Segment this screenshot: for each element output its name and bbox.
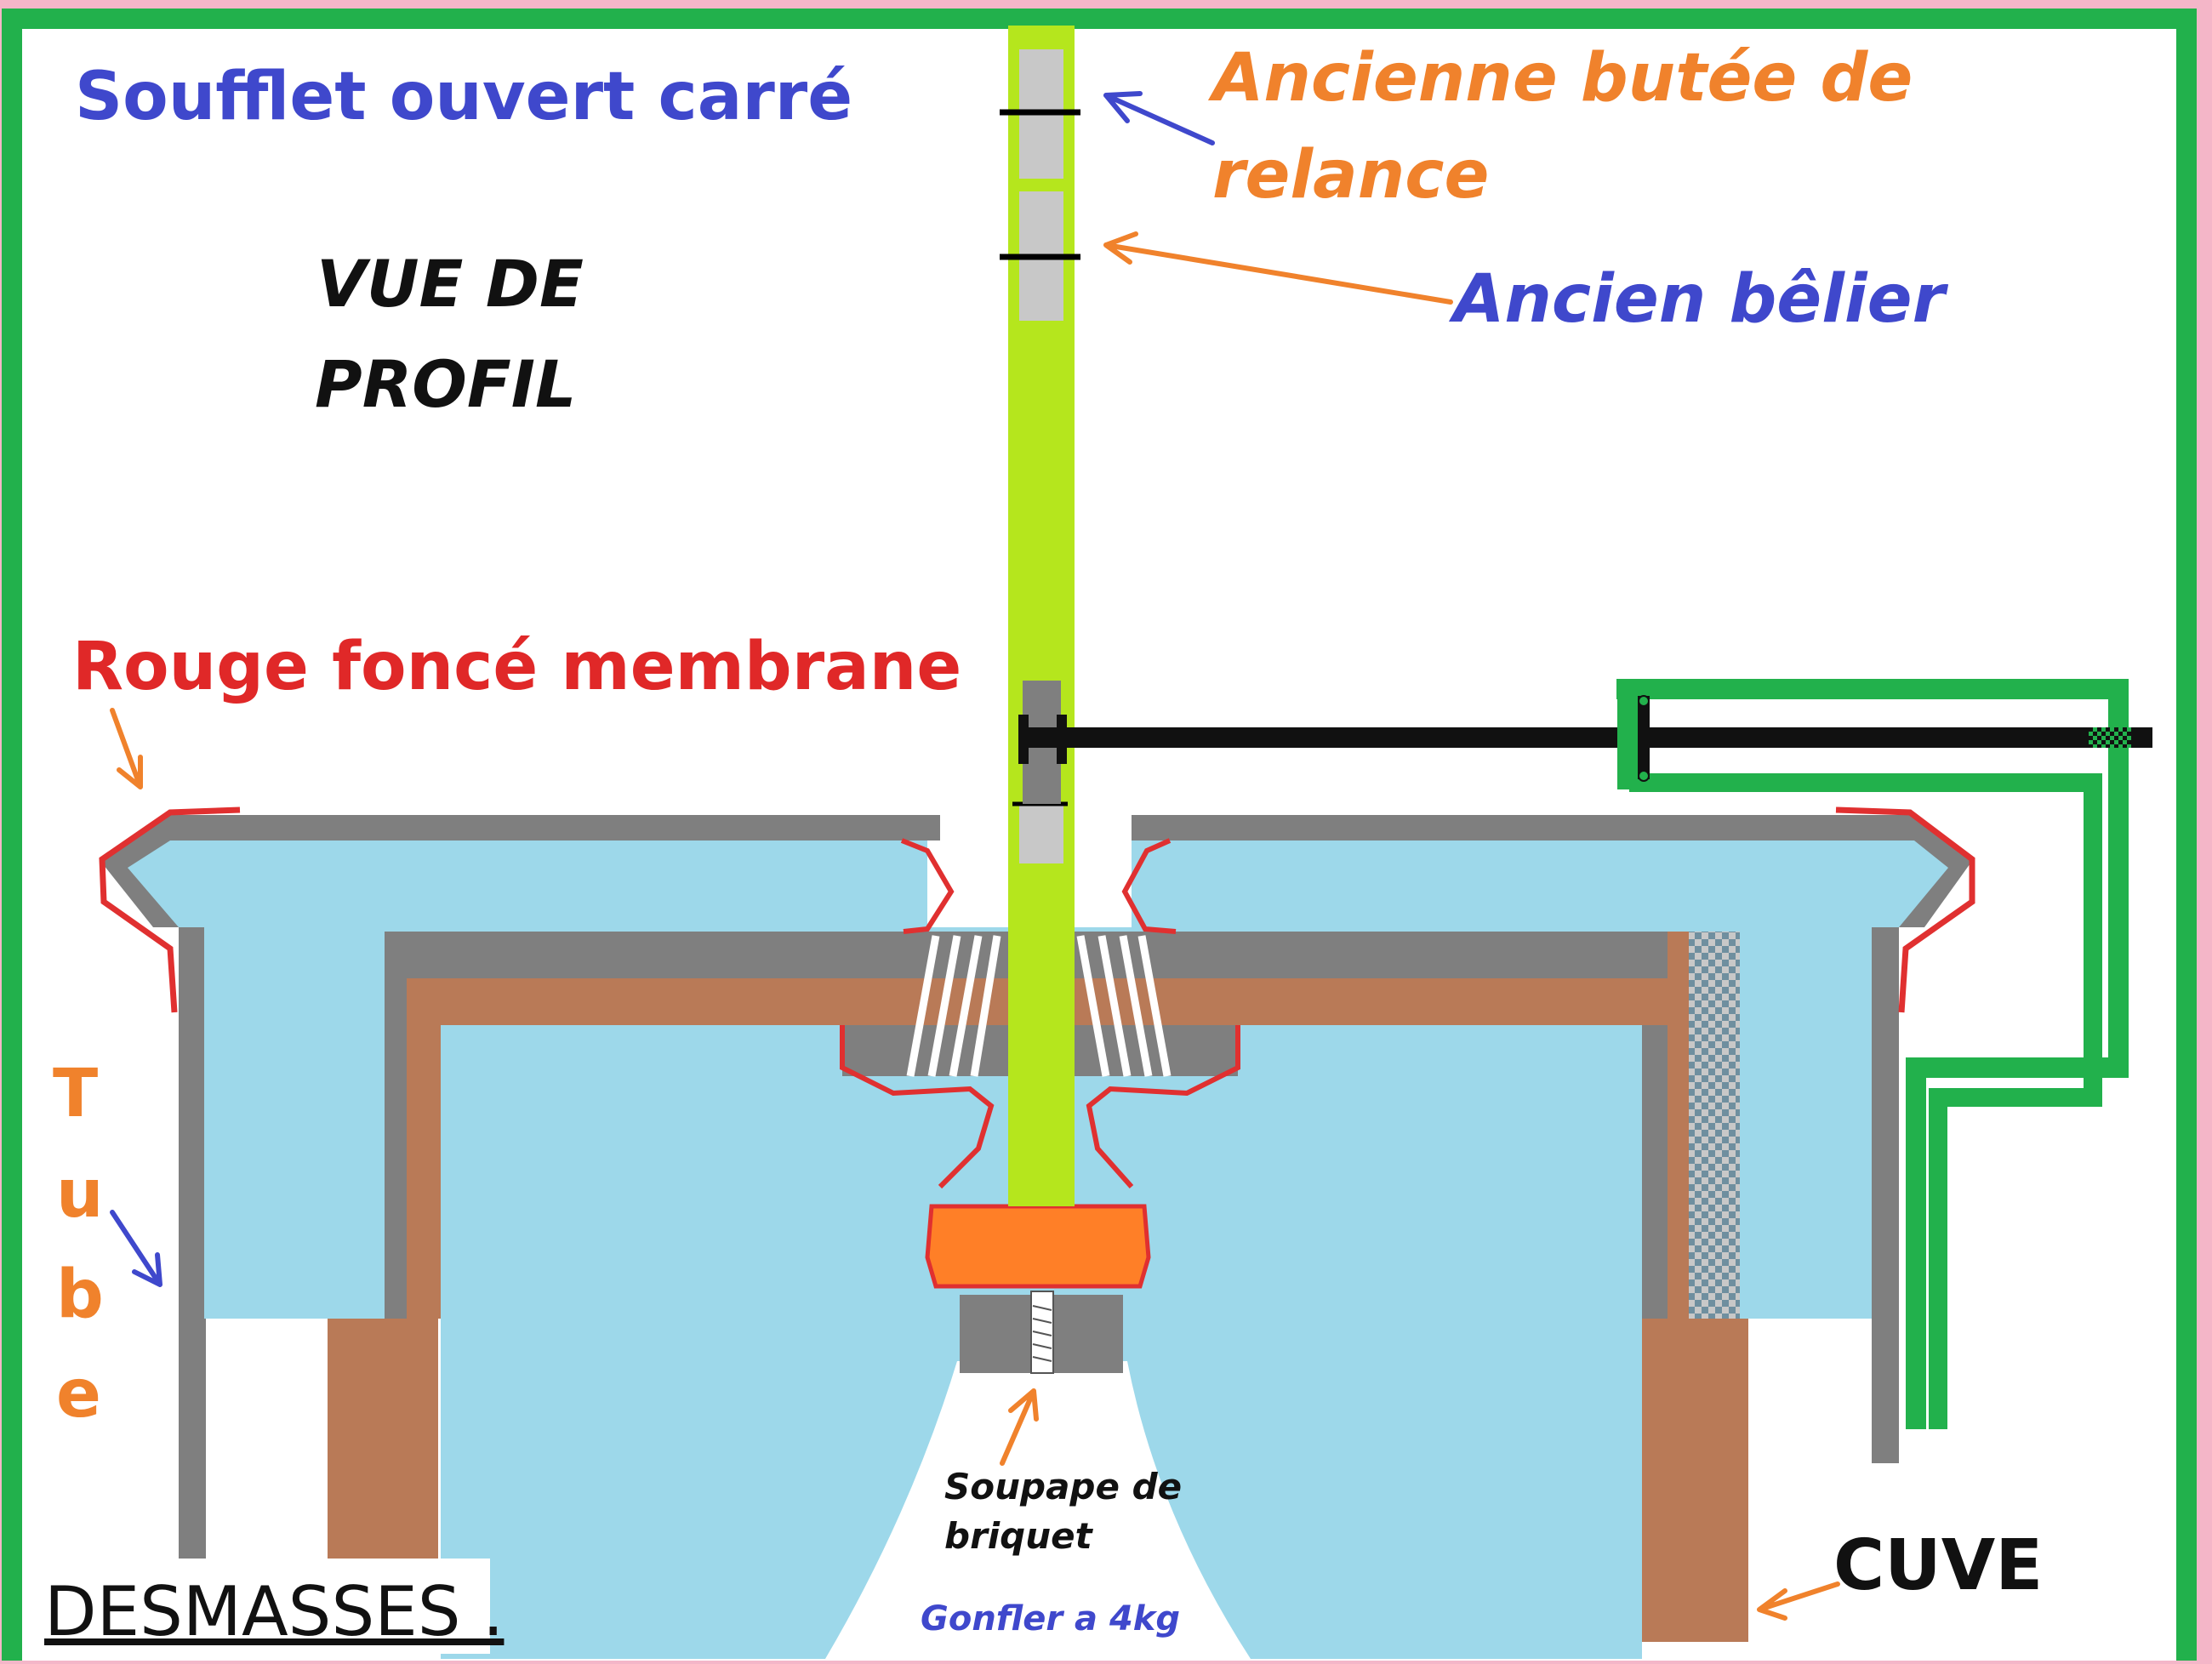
plate-top-left-gray bbox=[170, 815, 940, 841]
tube-letter-u: u bbox=[56, 1156, 104, 1233]
profile-left-gray bbox=[100, 815, 179, 927]
linkage-bar bbox=[1021, 727, 2152, 748]
tank-shell-left-brown bbox=[407, 978, 441, 1319]
old-stop-line-1: Ancienne butée de bbox=[1207, 40, 1913, 117]
inflate-label: Gonfler a 4kg bbox=[921, 1599, 1180, 1638]
tube-wall-left bbox=[179, 927, 206, 1591]
tank-label: CUVE bbox=[1833, 1525, 2043, 1606]
old-ram-label: Ancien bêlier bbox=[1448, 261, 1949, 338]
membrane-center-top-left bbox=[900, 838, 955, 934]
title-text: Soufflet ouvert carré bbox=[75, 59, 852, 135]
air-slots bbox=[906, 816, 1172, 1077]
air-funnel bbox=[825, 1361, 1251, 1659]
author-signature: DESMASSES . bbox=[44, 1572, 504, 1651]
bracket-pivot-bottom bbox=[1638, 770, 1650, 782]
bracket-joint bbox=[2089, 727, 2131, 748]
arrow-tube bbox=[110, 1210, 162, 1287]
checkered-seal bbox=[1689, 932, 1740, 1319]
rod-foot bbox=[1008, 1191, 1075, 1206]
valve-line-2: briquet bbox=[944, 1515, 1094, 1557]
bellows-top-left bbox=[100, 815, 927, 932]
tube-letter-t: T bbox=[53, 1056, 98, 1132]
author-box bbox=[29, 1559, 490, 1654]
tube-letter-b: b bbox=[56, 1257, 104, 1333]
membrane-center-top-right bbox=[1121, 838, 1177, 934]
linkage-pin-left bbox=[1018, 715, 1029, 764]
view-line-1: VUE DE bbox=[316, 246, 584, 322]
arrow-old-ram bbox=[1103, 231, 1453, 305]
old-stop-line-2: relance bbox=[1212, 137, 1489, 214]
valve-seat bbox=[925, 1204, 1151, 1289]
rod-slot-hub bbox=[1019, 804, 1063, 863]
arrow-membrane bbox=[110, 708, 143, 789]
valve-line-1: Soupape de bbox=[944, 1466, 1182, 1507]
bracket-pivot bbox=[1638, 696, 1650, 779]
arrow-old-stop bbox=[1103, 91, 1215, 145]
plate-top-right-gray bbox=[1132, 815, 1914, 841]
valve-spring bbox=[1032, 1305, 1052, 1362]
membrane-edge-right bbox=[1835, 806, 1975, 1013]
membrane-center-bottom-left bbox=[840, 1025, 995, 1189]
profile-right-gray bbox=[1899, 815, 1972, 927]
arrows bbox=[110, 91, 1840, 1621]
linkage-pin-right bbox=[1057, 715, 1067, 764]
green-bracket-outer bbox=[1616, 679, 2129, 1429]
membrane-edge-left bbox=[99, 806, 241, 1013]
membrane-label: Rouge foncé membrane bbox=[72, 629, 961, 705]
tank-wall-right bbox=[1642, 1319, 1748, 1642]
tube-wall-right bbox=[1872, 927, 1899, 1463]
bracket-pivot-top bbox=[1638, 695, 1650, 707]
arrow-valve bbox=[1000, 1388, 1039, 1466]
membrane-center-bottom-right bbox=[1086, 1025, 1240, 1188]
arrow-tank bbox=[1757, 1581, 1840, 1621]
tube-letter-e: e bbox=[56, 1356, 101, 1433]
view-line-2: PROFIL bbox=[315, 346, 576, 422]
bellows-top-right bbox=[1132, 815, 1972, 932]
green-bracket-inner bbox=[1629, 773, 2102, 1429]
